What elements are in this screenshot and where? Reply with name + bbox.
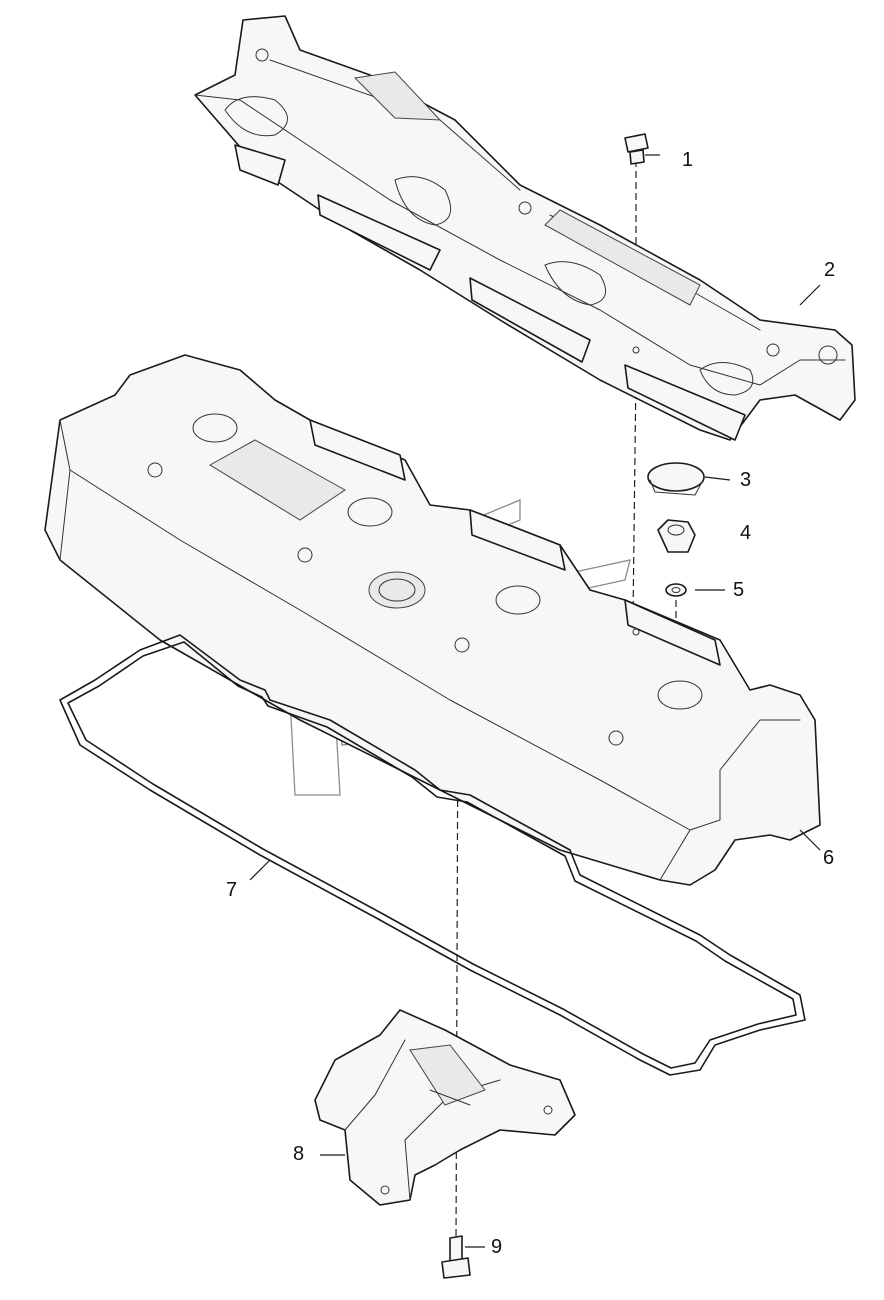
callout-6: 6 [823,847,835,869]
gasket-part [59,634,806,1076]
bolt-top-part [624,133,649,165]
callout-4: 4 [740,522,752,544]
valve-cover-part [44,346,821,886]
callout-1: 1 [682,149,694,171]
callout-8: 8 [293,1143,305,1165]
callout-7: 7 [226,879,238,901]
leader-lines [249,154,821,1248]
bracket-part [314,1009,576,1206]
callout-2: 2 [824,259,836,281]
upper-cover-part [194,15,856,441]
callout-9: 9 [491,1236,503,1258]
callout-5: 5 [733,579,745,601]
cap-part [647,462,705,496]
bolt-bottom-part [441,1235,471,1279]
nut-part [657,519,696,553]
callout-3: 3 [740,469,752,491]
washer-part [665,583,687,597]
